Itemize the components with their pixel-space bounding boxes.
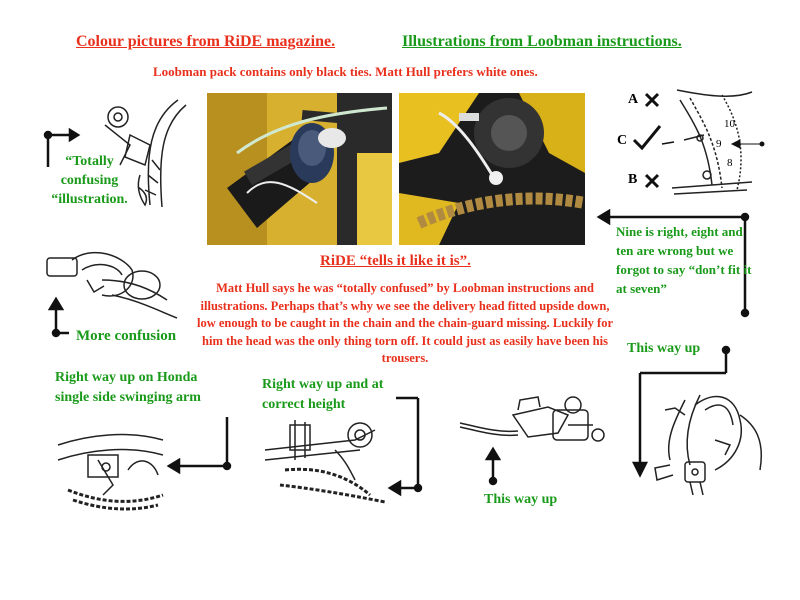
arrow-nine: [596, 208, 750, 318]
caption-more-confusion: More confusion: [76, 328, 177, 344]
header-right-title: Illustrations from Loobman instructions.: [402, 33, 682, 50]
top-left-drawing: [104, 99, 187, 208]
arrow-this-way-up-mid: [484, 446, 502, 486]
body-text: Matt Hull says he was “totally confused”…: [196, 281, 614, 365]
header-subtitle: Loobman pack contains only black ties. M…: [153, 64, 538, 79]
arrow-top-left: [43, 127, 81, 167]
caption-right-way-honda: Right way up on Honda single side swingi…: [55, 370, 201, 405]
ride-photo-2: [399, 93, 585, 245]
arrow-this-way-up-right: [631, 345, 731, 478]
head-drawing: [459, 396, 605, 442]
label-a: A: [628, 92, 639, 107]
ride-photo-1: [207, 93, 392, 245]
abc-diagram: [632, 89, 765, 195]
caption-this-way-up-mid: This way up: [484, 492, 558, 507]
caption-right-way-height: Right way up and at correct height: [262, 377, 384, 412]
arrow-more-confusion: [47, 296, 69, 338]
caption-ride-tells: RiDE “tells it like it is”.: [320, 253, 471, 269]
arrow-height: [387, 396, 423, 497]
arrow-honda: [166, 417, 232, 475]
caption-nine-is-right: Nine is right, eight and ten are wrong b…: [616, 224, 752, 296]
loop-drawing: [654, 394, 762, 496]
label-9: 9: [716, 138, 722, 150]
label-b: B: [628, 172, 638, 187]
caption-totally-confusing: “Totally confusing “illustration.: [51, 154, 128, 207]
label-10: 10: [724, 118, 735, 130]
height-drawing: [264, 420, 386, 504]
honda-drawing: [57, 433, 164, 511]
label-c: C: [617, 133, 628, 148]
caption-this-way-up-right: This way up: [627, 341, 701, 356]
header-left-title: Colour pictures from RiDE magazine.: [76, 33, 336, 50]
more-confusion-drawing: [46, 251, 178, 319]
label-8: 8: [727, 157, 733, 169]
